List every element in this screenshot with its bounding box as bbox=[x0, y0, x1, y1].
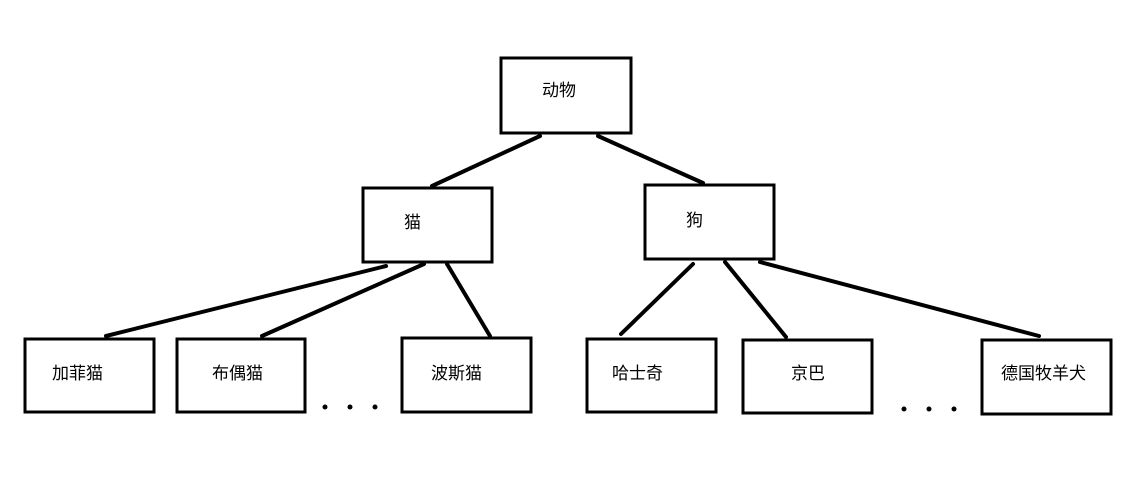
node-cat-label: 猫 bbox=[404, 213, 421, 233]
edge-cat-to-garfield bbox=[104, 264, 388, 338]
dog-more-ellipsis bbox=[901, 406, 957, 412]
edge-cat-to-persian bbox=[445, 262, 492, 338]
node-dog-child-2: 京巴 bbox=[741, 338, 874, 415]
edge-dog-to-jingba bbox=[723, 260, 788, 339]
node-dog-child-3-label: 德国牧羊犬 bbox=[1001, 364, 1086, 384]
node-cat-child-3-label: 波斯猫 bbox=[431, 364, 482, 384]
node-cat-child-1: 加菲猫 bbox=[23, 337, 156, 414]
node-dog: 狗 bbox=[643, 183, 776, 261]
ellipsis-dot bbox=[951, 406, 957, 412]
edge-root-to-dog bbox=[596, 134, 705, 185]
node-dog-child-1: 哈士奇 bbox=[585, 337, 718, 414]
cat-more-ellipsis bbox=[322, 404, 378, 410]
node-dog-label: 狗 bbox=[686, 211, 703, 231]
node-root-label: 动物 bbox=[542, 81, 576, 101]
edge-cat-to-ragdoll bbox=[260, 262, 426, 338]
node-cat-child-2: 布偶猫 bbox=[175, 337, 307, 414]
edge-root-to-cat bbox=[430, 134, 542, 188]
node-cat-child-3: 波斯猫 bbox=[400, 336, 533, 414]
ellipsis-dot bbox=[372, 404, 378, 410]
ellipsis-dot bbox=[926, 406, 932, 412]
ellipsis-dot bbox=[347, 404, 353, 410]
node-cat-child-2-label: 布偶猫 bbox=[212, 364, 263, 384]
node-dog-child-2-label: 京巴 bbox=[791, 364, 825, 384]
node-dog-child-3: 德国牧羊犬 bbox=[980, 338, 1113, 416]
node-dog-child-1-label: 哈士奇 bbox=[612, 364, 663, 384]
node-cat: 猫 bbox=[361, 186, 494, 264]
node-root: 动物 bbox=[499, 56, 633, 135]
edge-dog-to-german-shepherd bbox=[758, 260, 1041, 338]
edge-dog-to-husky bbox=[619, 262, 695, 336]
ellipsis-dot bbox=[322, 404, 328, 410]
ellipsis-dot bbox=[901, 406, 907, 412]
node-cat-child-1-label: 加菲猫 bbox=[52, 364, 103, 384]
